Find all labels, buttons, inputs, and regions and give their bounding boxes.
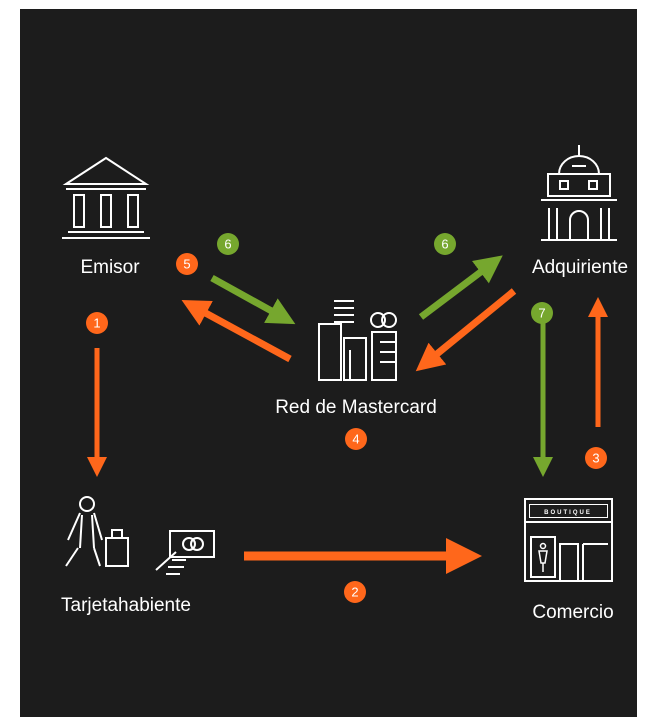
network-buildings-icon: [318, 300, 397, 381]
svg-text:7: 7: [538, 306, 545, 321]
diagram-panel: [20, 9, 637, 717]
svg-text:2: 2: [351, 585, 358, 600]
step-badge-2: 2: [344, 581, 366, 603]
arrow-red-to-adquiriente: [418, 255, 503, 320]
emisor-label: Emisor: [80, 257, 140, 278]
arrow-adquiriente-to-red: [415, 288, 517, 372]
step-badge-6-adquiriente: 6: [434, 233, 456, 255]
step-badge-3: 3: [585, 447, 607, 469]
svg-text:6: 6: [441, 237, 448, 252]
boutique-sign-text: BOUTIQUE: [544, 510, 592, 516]
shopper-card-icon: [65, 496, 215, 575]
step-badge-1: 1: [86, 312, 108, 334]
bank-icon: [62, 156, 150, 239]
arrow-red-to-emisor: [181, 299, 292, 363]
comercio-label: Comercio: [532, 602, 613, 623]
arrow-emisor-to-red: [210, 274, 296, 325]
step-badge-6-emisor: 6: [217, 233, 239, 255]
boutique-storefront-icon: BOUTIQUE: [524, 498, 613, 582]
red-mastercard-label: Red de Mastercard: [275, 397, 437, 418]
svg-text:1: 1: [93, 316, 100, 331]
step-badge-5: 5: [176, 253, 198, 275]
step-badge-4: 4: [345, 428, 367, 450]
adquiriente-label: Adquiriente: [532, 257, 628, 278]
step-badge-7: 7: [531, 302, 553, 324]
domed-building-icon: [541, 145, 617, 241]
svg-text:4: 4: [352, 432, 359, 447]
svg-text:3: 3: [592, 451, 599, 466]
svg-text:5: 5: [183, 257, 190, 272]
svg-text:6: 6: [224, 237, 231, 252]
tarjetahabiente-label: Tarjetahabiente: [61, 595, 191, 616]
